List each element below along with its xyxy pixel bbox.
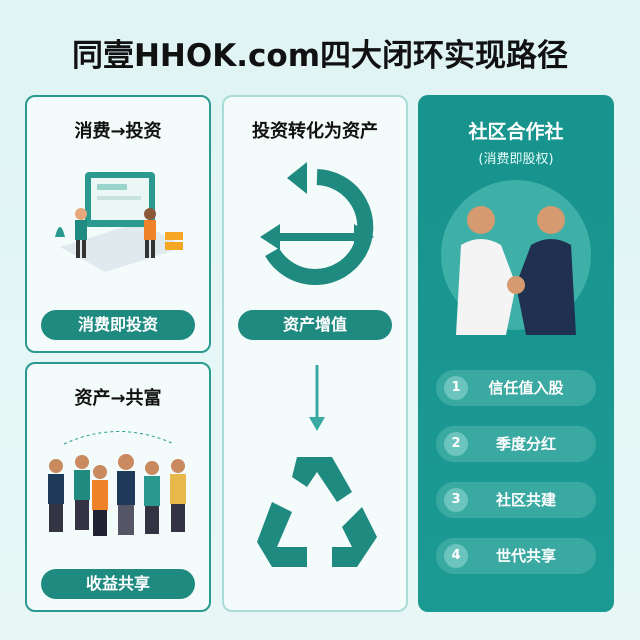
recycle-icon bbox=[257, 457, 377, 567]
step-label: 季度分红 bbox=[495, 435, 556, 453]
card-invest-to-asset: 投资转化为资产 资产增值 bbox=[222, 95, 408, 612]
step-item: 1 信任值入股 bbox=[436, 370, 596, 406]
shopping-screen-illustration bbox=[55, 172, 185, 272]
arrow-down-icon bbox=[309, 365, 325, 431]
card-heading: 社区合作社 bbox=[468, 121, 564, 143]
step-item: 4 世代共享 bbox=[436, 538, 596, 574]
step-number: 2 bbox=[444, 432, 468, 456]
step-label: 世代共享 bbox=[495, 547, 556, 565]
revenue-share-button[interactable]: 收益共享 bbox=[41, 569, 195, 599]
card-subheading: (消费即股权) bbox=[478, 152, 554, 167]
card-heading: 资产→共富 bbox=[74, 388, 162, 409]
step-number: 3 bbox=[444, 488, 468, 512]
people-group-illustration bbox=[48, 431, 186, 536]
step-number: 1 bbox=[444, 376, 468, 400]
page-title: 同壹HHOK.com四大闭环实现路径 bbox=[71, 38, 568, 74]
consume-invest-button[interactable]: 消费即投资 bbox=[41, 310, 195, 340]
card-heading: 消费→投资 bbox=[74, 121, 162, 142]
asset-appreciation-button[interactable]: 资产增值 bbox=[238, 310, 392, 340]
card-heading: 投资转化为资产 bbox=[252, 121, 378, 142]
step-item: 2 季度分红 bbox=[436, 426, 596, 462]
step-label: 社区共建 bbox=[495, 491, 556, 509]
card-consume-to-invest: 消费→投资 消费即投资 bbox=[25, 95, 211, 353]
card-asset-to-prosperity: 资产→共富 收益共享 bbox=[25, 362, 211, 612]
step-item: 3 社区共建 bbox=[436, 482, 596, 518]
handshake-illustration bbox=[441, 180, 591, 335]
cycle-arrows-icon bbox=[260, 162, 374, 285]
step-label: 信任值入股 bbox=[488, 379, 564, 397]
step-number: 4 bbox=[444, 544, 468, 568]
card-community-coop: 社区合作社 (消费即股权) 1 信任值入股 2 季度分红 3 社区共建 4 世代共享 bbox=[418, 95, 614, 612]
